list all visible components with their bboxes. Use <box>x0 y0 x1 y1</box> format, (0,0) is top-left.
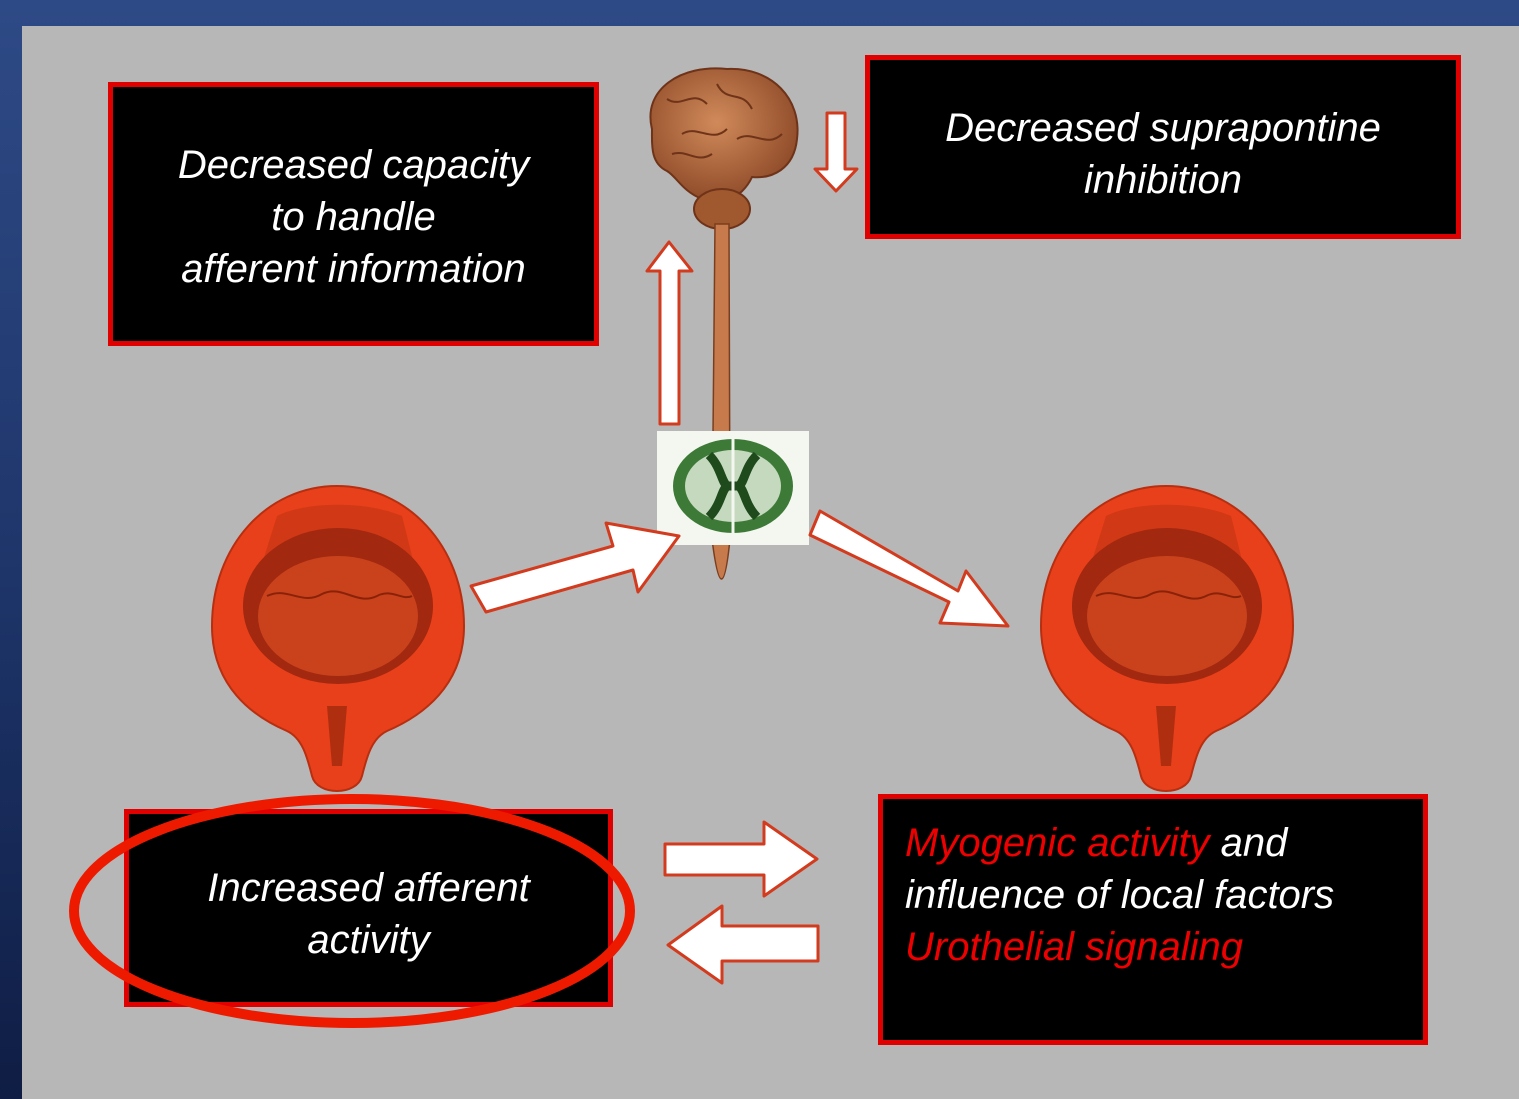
bladder-icon <box>207 476 469 806</box>
bladder-icon <box>1036 476 1298 806</box>
slide: Decreased capacity to handle afferent in… <box>22 26 1519 1099</box>
